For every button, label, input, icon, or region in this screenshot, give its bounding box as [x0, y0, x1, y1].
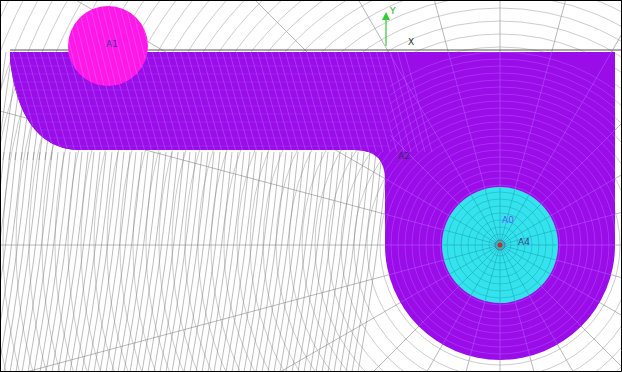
- area-circle: A0: [442, 187, 558, 303]
- area-circle: A1: [68, 6, 148, 86]
- area-label: A0: [502, 215, 514, 225]
- area-label: A2: [398, 151, 410, 161]
- area-circle-outline: [442, 187, 558, 303]
- area-label: A1: [106, 39, 118, 49]
- axis-label: Y: [390, 6, 396, 16]
- area-region: A2A0: [10, 50, 622, 362]
- axis-label: X: [408, 37, 414, 47]
- keypoint-label: A4: [518, 237, 530, 247]
